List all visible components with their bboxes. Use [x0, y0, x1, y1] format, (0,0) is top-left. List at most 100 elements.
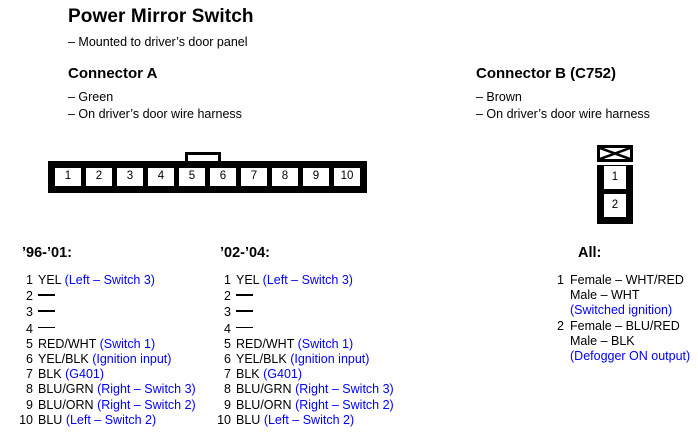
wire-code: BLU/GRN: [38, 382, 94, 397]
pinlist-02-04: 1 YEL (Left – Switch 3) 2 3 4 5 RED/WHT …: [212, 273, 394, 428]
column-heading-96-01: ’96-’01:: [22, 245, 72, 261]
empty-pin-dash: [236, 288, 253, 300]
pin-value: BLK (G401): [231, 367, 302, 382]
pin-number: 2: [26, 289, 33, 304]
pin-value: YEL (Left – Switch 3): [33, 273, 155, 288]
connector-a-pin-cell: 9: [302, 167, 330, 187]
pin-number: 2: [557, 318, 564, 333]
connector-a-latch-tab: [185, 152, 221, 162]
pin-value: BLU/GRN (Right – Switch 3): [33, 382, 196, 397]
pin-note: (Right – Switch 2): [97, 397, 196, 412]
pin-note: (Ignition input): [92, 352, 172, 367]
pin-note: (Ignition input): [290, 352, 370, 367]
pin-value: [33, 304, 55, 320]
pin-value: YEL/BLK (Ignition input): [231, 352, 369, 367]
wire-code: BLK: [236, 367, 260, 382]
pin-number: 1: [557, 273, 564, 287]
pinlist-96-01: 1 YEL (Left – Switch 3) 2 3 4 5 RED/WHT …: [14, 273, 196, 428]
connector-b-diagram: 1 2: [597, 145, 633, 224]
pin-number: 1: [26, 273, 33, 287]
pin-note: (Right – Switch 2): [295, 397, 394, 412]
pin-note: (Defogger ON output): [570, 349, 691, 364]
connector-b-pin-strip: 1 2: [597, 165, 633, 224]
pin-value: BLK (G401): [33, 367, 104, 382]
pin-number: 4: [26, 321, 33, 336]
pin-value: BLU/GRN (Right – Switch 3): [231, 382, 394, 397]
pin-number: 3: [26, 305, 33, 320]
pin-number: 6: [224, 352, 231, 367]
pin-row: 9 BLU/ORN (Right – Switch 2): [14, 398, 196, 413]
pinlist-connector-b: 1 Female – WHT/RED Male – WHT (Switched …: [551, 273, 690, 364]
pin-row: 5 RED/WHT (Switch 1): [212, 337, 394, 352]
wire-code: BLU/ORN: [236, 397, 292, 412]
connector-a-pin-cell: 10: [333, 167, 361, 187]
connector-a-heading: Connector A: [68, 65, 158, 82]
connector-b-pin-cell: 1: [603, 165, 627, 190]
wire-code: BLK: [38, 367, 62, 382]
pin-note: (Right – Switch 3): [295, 382, 394, 397]
pin-note: (Left – Switch 2): [65, 412, 157, 427]
pin-number: 8: [224, 382, 231, 397]
empty-pin-dash: [236, 304, 253, 316]
pin-note: (G401): [263, 367, 303, 382]
connector-a-pin-cell: 6: [209, 167, 237, 187]
pin-row: 3: [14, 304, 196, 320]
connector-a-pin-cell: 1: [54, 167, 82, 187]
connector-b-color-line: – Brown: [476, 90, 522, 104]
pin-value: YEL (Left – Switch 3): [231, 273, 353, 288]
pin-row: 7 BLK (G401): [14, 367, 196, 382]
pin-value: BLU (Left – Switch 2): [33, 413, 156, 428]
pin-number: 1: [224, 273, 231, 287]
pin-number: 4: [224, 321, 231, 336]
pin-number: 5: [26, 336, 33, 351]
pin-value: BLU (Left – Switch 2): [231, 413, 354, 428]
pin-number: 9: [26, 397, 33, 412]
pin-row: 2 Female – BLU/RED Male – BLK (Defogger …: [551, 319, 690, 365]
page-subtitle: – Mounted to driver’s door panel: [68, 35, 248, 49]
pin-number: 7: [26, 367, 33, 382]
pin-value: [33, 321, 55, 337]
pin-value: YEL/BLK (Ignition input): [33, 352, 171, 367]
pin-row: 2: [212, 288, 394, 304]
pin-row: 3: [212, 304, 394, 320]
connector-a-pin-cell: 5: [178, 167, 206, 187]
pin-value: RED/WHT (Switch 1): [231, 337, 353, 352]
pin-note: (Left – Switch 3): [262, 273, 353, 287]
pin-value: [231, 304, 253, 320]
page-title: Power Mirror Switch: [68, 6, 254, 27]
crossed-tab-icon: [600, 148, 630, 159]
pin-number: 6: [26, 352, 33, 367]
pin-row: 8 BLU/GRN (Right – Switch 3): [14, 382, 196, 397]
wire-code: YEL: [38, 273, 62, 287]
pin-note: (Left – Switch 3): [64, 273, 155, 287]
wire-code: BLU/GRN: [236, 382, 292, 397]
pin-value: [33, 288, 55, 304]
connector-a-color-line: – Green: [68, 90, 114, 104]
empty-pin-dash: [38, 304, 55, 316]
pin-note: (Left – Switch 2): [263, 412, 355, 427]
pin-row: 4: [212, 321, 394, 337]
pin-number: 9: [224, 397, 231, 412]
empty-pin-dash: [38, 288, 55, 300]
pin-value: [231, 321, 253, 337]
male-wire: Male – BLK: [570, 333, 635, 348]
pin-row: 7 BLK (G401): [212, 367, 394, 382]
pin-number: 5: [224, 336, 231, 351]
pin-note: (G401): [65, 367, 105, 382]
pin-number: 10: [19, 412, 33, 427]
pin-number: 7: [224, 367, 231, 382]
pin-row: 9 BLU/ORN (Right – Switch 2): [212, 398, 394, 413]
pin-row: 8 BLU/GRN (Right – Switch 3): [212, 382, 394, 397]
pin-number: 10: [217, 412, 231, 427]
empty-pin-dash: [38, 321, 55, 333]
pin-value: [231, 288, 253, 304]
pin-number: 3: [224, 305, 231, 320]
pin-row: 1 Female – WHT/RED Male – WHT (Switched …: [551, 273, 690, 319]
pin-value: Female – BLU/RED Male – BLK (Defogger ON…: [564, 319, 690, 365]
connector-a-pin-cell: 8: [271, 167, 299, 187]
pin-row: 1 YEL (Left – Switch 3): [212, 273, 394, 288]
pin-row: 5 RED/WHT (Switch 1): [14, 337, 196, 352]
pin-value: Female – WHT/RED Male – WHT (Switched ig…: [564, 273, 684, 319]
connector-b-heading: Connector B (C752): [476, 65, 617, 82]
pin-value: BLU/ORN (Right – Switch 2): [231, 398, 394, 413]
